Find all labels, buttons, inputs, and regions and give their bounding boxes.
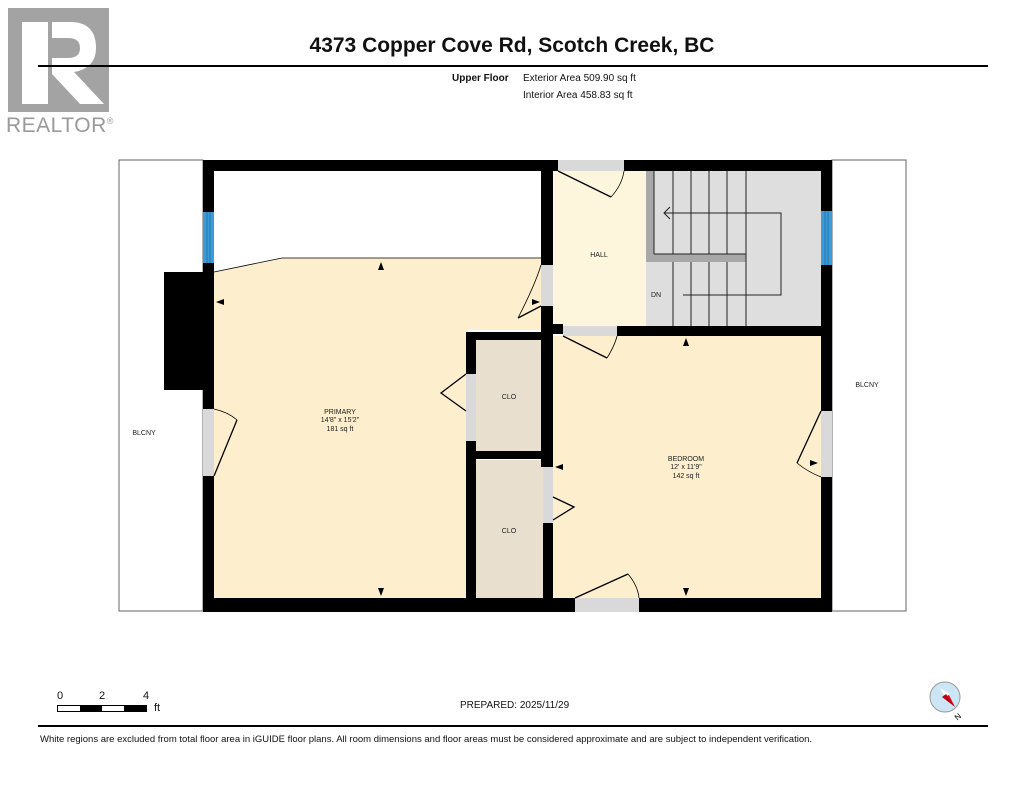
- scale-bar: [57, 705, 147, 712]
- bedroom-label: BEDROOM: [668, 456, 704, 463]
- svg-text:N: N: [953, 711, 963, 722]
- page-title: 4373 Copper Cove Rd, Scotch Creek, BC: [309, 34, 715, 57]
- footer-divider: [38, 725, 988, 727]
- balcony-right-label: BLCNY: [855, 382, 879, 389]
- hall-label: HALL: [590, 252, 608, 259]
- primary-room: [214, 258, 546, 600]
- bedroom-area: 142 sq ft: [673, 473, 700, 480]
- closet-upper-label: CLO: [502, 394, 517, 401]
- floor-label: Upper Floor: [452, 73, 509, 84]
- stairs-icon: [646, 170, 782, 328]
- door-icon: [203, 160, 832, 612]
- door-swings: [213, 170, 822, 599]
- closet-lower-label: CLO: [502, 528, 517, 535]
- walls: [164, 160, 832, 612]
- scale-tick-4: 4: [143, 690, 150, 702]
- prepared-date: PREPARED: 2025/11/29: [460, 700, 570, 711]
- primary-dims: 14'8" x 15'2": [321, 417, 360, 424]
- scale-unit: ft: [154, 702, 161, 714]
- compass-icon: N: [928, 680, 963, 722]
- closet-lower: [475, 460, 543, 600]
- realtor-r-icon: [22, 22, 104, 104]
- bedroom-dims: 12' x 11'9": [670, 464, 702, 471]
- realtor-wordmark: REALTOR®: [6, 114, 114, 137]
- window-icon: [203, 211, 832, 265]
- stairs-down-label: DN: [651, 292, 661, 299]
- exterior-area: Exterior Area 509.90 sq ft: [523, 73, 636, 84]
- title-divider: [38, 65, 988, 67]
- primary-area: 181 sq ft: [327, 426, 354, 433]
- scale-tick-0: 0: [57, 690, 64, 702]
- bedroom-room: [553, 336, 821, 600]
- interior-area: Interior Area 458.83 sq ft: [523, 90, 633, 101]
- dimension-arrow-icon: [216, 262, 818, 596]
- balcony-right: [831, 159, 907, 612]
- primary-label: PRIMARY: [324, 409, 356, 416]
- balcony-left-label: BLCNY: [132, 430, 156, 437]
- hall-room: [553, 170, 648, 330]
- closet-upper: [475, 340, 543, 452]
- disclaimer-text: White regions are excluded from total fl…: [40, 734, 813, 745]
- scale-tick-2: 2: [99, 690, 106, 702]
- realtor-logo: [8, 8, 109, 112]
- stairwell: [646, 170, 821, 330]
